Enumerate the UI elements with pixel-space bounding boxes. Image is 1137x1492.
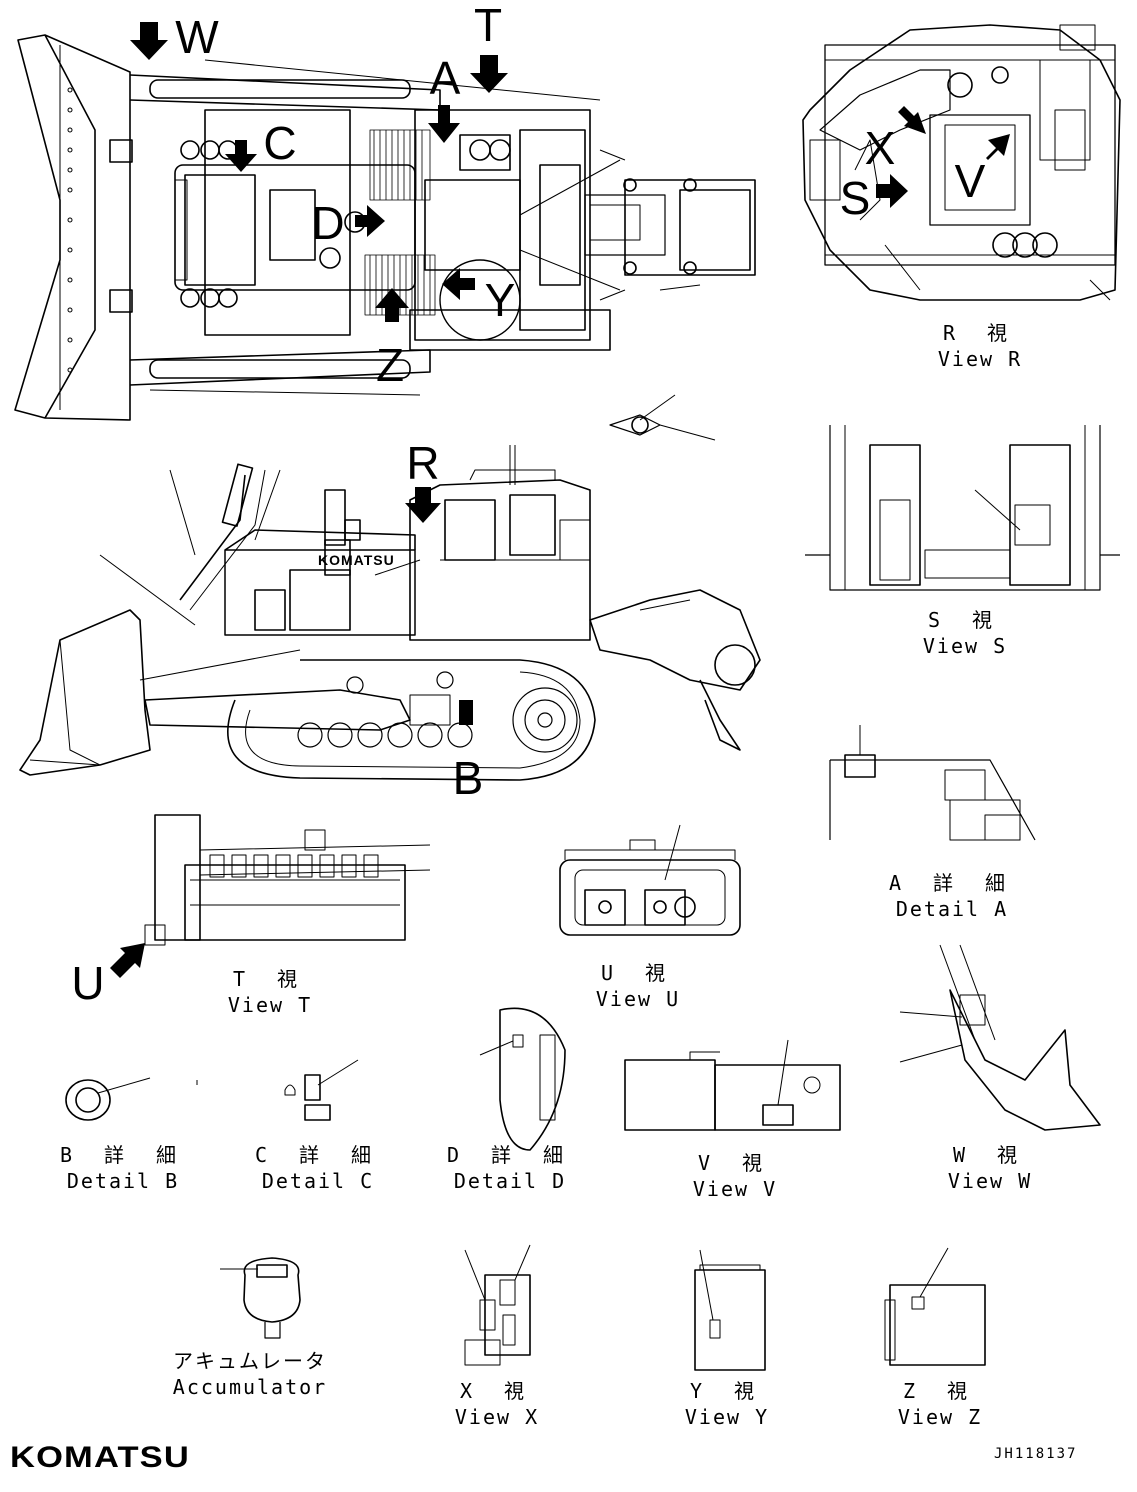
- caption-detail-b: B 詳 細 Detail B: [60, 1142, 186, 1194]
- caption-jp: X 視: [459, 1379, 535, 1403]
- detail-b-drawing: [65, 1077, 198, 1121]
- caption-jp: T 視: [232, 967, 308, 991]
- caption-jp: A 詳 細: [888, 871, 1016, 895]
- arrow-w: [130, 22, 168, 60]
- view-u-drawing: [559, 824, 741, 936]
- callout-c: C: [263, 117, 297, 169]
- caption-accumulator: アキュムレータ Accumulator: [173, 1348, 327, 1400]
- top-view-dozer: [14, 22, 756, 421]
- callout-r: R: [406, 437, 440, 489]
- callout-x: X: [864, 122, 896, 174]
- arrow-x: [898, 106, 926, 134]
- caption-view-r: R 視 View R: [938, 320, 1022, 372]
- arrow-y: [442, 268, 475, 300]
- caption-en: Detail C: [261, 1169, 375, 1193]
- caption-en: View V: [692, 1177, 778, 1201]
- arrow-r: [405, 487, 441, 523]
- callout-v: V: [954, 155, 986, 207]
- caption-en: Accumulator: [172, 1375, 328, 1399]
- view-w-drawing: [899, 944, 1101, 1131]
- caption-view-z: Z 視 View Z: [898, 1378, 982, 1430]
- view-r-drawing: [802, 24, 1121, 301]
- caption-en: View R: [937, 347, 1023, 371]
- caption-view-x: X 視 View X: [455, 1378, 539, 1430]
- caption-view-u: U 視 View U: [596, 960, 680, 1012]
- caption-jp: C 詳 細: [254, 1143, 382, 1167]
- caption-en: View S: [922, 634, 1008, 658]
- detail-a-drawing: [829, 725, 1036, 841]
- caption-en: View T: [227, 993, 313, 1017]
- caption-jp: D 詳 細: [446, 1143, 574, 1167]
- caption-en: Detail A: [895, 897, 1009, 921]
- caption-en: Detail B: [66, 1169, 180, 1193]
- caption-jp: S 視: [927, 608, 1003, 632]
- caption-jp: Y 視: [689, 1379, 765, 1403]
- caption-jp: U 視: [600, 961, 676, 985]
- caption-detail-d: D 詳 細 Detail D: [447, 1142, 573, 1194]
- caption-view-t: T 視 View T: [228, 966, 312, 1018]
- arrow-z: [375, 288, 409, 322]
- caption-en: View Z: [897, 1405, 983, 1429]
- arrow-d: [355, 205, 385, 237]
- view-v-drawing: [624, 1039, 841, 1131]
- caption-jp: W 視: [952, 1143, 1028, 1167]
- caption-en: Detail D: [453, 1169, 567, 1193]
- caption-en: View X: [454, 1405, 540, 1429]
- caption-jp: V 視: [697, 1151, 773, 1175]
- arrow-a: [428, 105, 460, 143]
- caption-view-s: S 視 View S: [923, 607, 1007, 659]
- view-z-drawing: [884, 1247, 986, 1366]
- view-t-drawing: [144, 814, 431, 946]
- callout-d: D: [311, 197, 345, 249]
- arrow-c: [225, 140, 257, 172]
- caption-jp: Z 視: [902, 1379, 978, 1403]
- komatsu-logo: KOMATSU: [10, 1441, 190, 1474]
- caption-en: View Y: [684, 1405, 770, 1429]
- caption-detail-c: C 詳 細 Detail C: [255, 1142, 381, 1194]
- caption-view-w: W 視 View W: [948, 1142, 1032, 1194]
- side-view-dozer: [19, 284, 761, 978]
- arrow-t: [470, 55, 508, 93]
- caption-view-y: Y 視 View Y: [685, 1378, 769, 1430]
- view-s-drawing: [805, 425, 1120, 591]
- caption-detail-a: A 詳 細 Detail A: [889, 870, 1015, 922]
- arrow-v: [986, 134, 1010, 160]
- arrow-s: [876, 174, 908, 208]
- callout-z: Z: [375, 339, 405, 391]
- caption-jp: B 詳 細: [59, 1143, 187, 1167]
- callout-u: U: [71, 957, 105, 1009]
- caption-jp: アキュムレータ: [172, 1349, 327, 1373]
- detail-d-drawing: [479, 1007, 566, 1151]
- machine-badge: KOMATSU: [318, 552, 395, 568]
- callout-w: W: [175, 11, 219, 63]
- caption-view-v: V 視 View V: [693, 1150, 777, 1202]
- accumulator-drawing: [220, 1257, 301, 1339]
- document-number: JH118137: [994, 1446, 1078, 1462]
- arrow-b: [459, 700, 473, 725]
- callout-y: Y: [484, 274, 516, 326]
- caption-en: View U: [595, 987, 681, 1011]
- callout-s: S: [839, 172, 871, 224]
- view-y-drawing: [694, 1249, 766, 1371]
- callout-t: T: [473, 0, 503, 51]
- caption-en: View W: [947, 1169, 1033, 1193]
- arrow-u: [110, 943, 145, 978]
- caption-jp: R 視: [942, 321, 1018, 345]
- detail-c-drawing: [284, 1059, 359, 1121]
- callout-a: A: [429, 52, 461, 104]
- callout-b: B: [452, 752, 484, 804]
- view-x-drawing: [464, 1244, 531, 1366]
